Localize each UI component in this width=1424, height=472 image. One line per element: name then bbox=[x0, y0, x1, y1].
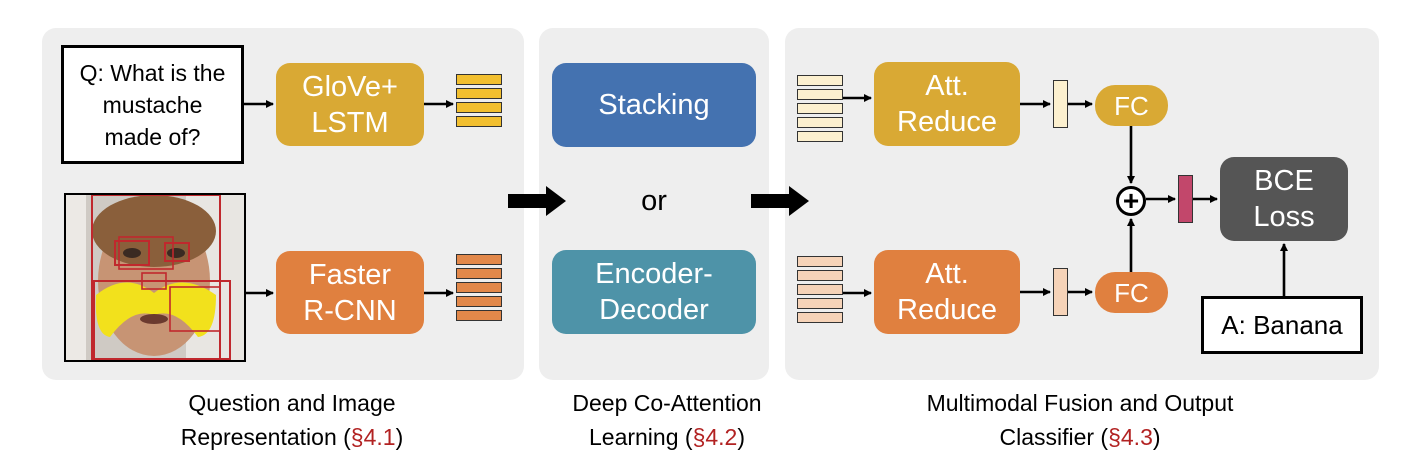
question-feature-cell bbox=[456, 102, 502, 113]
caption-fusion: Multimodal Fusion and Output Classifier … bbox=[870, 386, 1290, 454]
fc-bottom-box: FC bbox=[1095, 272, 1168, 313]
caption-fusion-line1: Multimodal Fusion and Output bbox=[926, 390, 1234, 416]
glove-lstm-box: GloVe+ LSTM bbox=[276, 63, 424, 146]
bottom-attention-feature-cell bbox=[797, 256, 843, 267]
top-attention-feature-cell bbox=[797, 131, 843, 142]
image-feature-cell bbox=[456, 282, 502, 293]
glove-lstm-label: GloVe+ LSTM bbox=[302, 70, 398, 139]
question-feature-cell bbox=[456, 88, 502, 99]
top-attention-feature-cell bbox=[797, 103, 843, 114]
bottom-attention-feature-cell bbox=[797, 270, 843, 281]
stacking-label: Stacking bbox=[598, 89, 710, 121]
faster-rcnn-label: Faster R-CNN bbox=[303, 258, 397, 327]
caption-co-attention-ref: §4.2 bbox=[692, 424, 738, 450]
top-attention-feature-cell bbox=[797, 75, 843, 86]
att-reduce-bottom-label: Att. Reduce bbox=[897, 258, 997, 326]
caption-co-attention-line1: Deep Co-Attention bbox=[572, 390, 762, 416]
top-attention-feature-stack bbox=[797, 75, 843, 145]
fused-feature bbox=[1178, 175, 1193, 223]
question-feature-cell bbox=[456, 116, 502, 127]
caption-co-attention-line2: Learning (§4.2) bbox=[514, 420, 820, 454]
fc-top-label: FC bbox=[1114, 90, 1149, 121]
caption-co-attention: Deep Co-Attention Learning (§4.2) bbox=[514, 386, 820, 454]
att-reduce-top-box: Att. Reduce bbox=[874, 62, 1020, 146]
image-feature-stack bbox=[456, 254, 502, 324]
image-feature-cell bbox=[456, 268, 502, 279]
image-feature-cell bbox=[456, 296, 502, 307]
caption-fusion-ref: §4.3 bbox=[1108, 424, 1153, 450]
caption-representation-line2: Representation (§4.1) bbox=[92, 420, 492, 454]
question-text: Q: What is the mustache made of? bbox=[79, 59, 226, 150]
bottom-reduced-feature bbox=[1053, 268, 1068, 316]
question-feature-cell bbox=[456, 74, 502, 85]
top-attention-feature-cell bbox=[797, 117, 843, 128]
caption-representation-text: Representation ( bbox=[180, 424, 351, 450]
input-image bbox=[64, 193, 246, 362]
faster-rcnn-box: Faster R-CNN bbox=[276, 251, 424, 334]
image-feature-cell bbox=[456, 310, 502, 321]
block-arrow-2 bbox=[751, 186, 809, 216]
bottom-attention-feature-stack bbox=[797, 256, 843, 326]
caption-fusion-text: Classifier ( bbox=[999, 424, 1109, 450]
question-box: Q: What is the mustache made of? bbox=[61, 45, 244, 164]
stacking-box: Stacking bbox=[552, 63, 756, 147]
bottom-attention-feature-cell bbox=[797, 284, 843, 295]
encoder-decoder-label: Encoder- Decoder bbox=[595, 258, 713, 326]
caption-fusion-close: ) bbox=[1152, 424, 1161, 450]
caption-fusion-line2: Classifier (§4.3) bbox=[870, 420, 1290, 454]
image-feature-cell bbox=[456, 254, 502, 265]
caption-co-attention-close: ) bbox=[737, 424, 745, 450]
answer-text: A: Banana bbox=[1221, 309, 1343, 340]
top-attention-feature-cell bbox=[797, 89, 843, 100]
caption-co-attention-text: Learning ( bbox=[588, 424, 693, 450]
caption-representation-close: ) bbox=[395, 424, 404, 450]
fc-top-box: FC bbox=[1095, 85, 1168, 126]
encoder-decoder-box: Encoder- Decoder bbox=[552, 250, 756, 334]
caption-representation: Question and Image Representation (§4.1) bbox=[92, 386, 492, 454]
or-label: or bbox=[641, 185, 667, 217]
fc-bottom-label: FC bbox=[1114, 277, 1149, 308]
block-arrow-1 bbox=[508, 186, 566, 216]
question-feature-stack bbox=[456, 74, 502, 130]
bce-loss-box: BCE Loss bbox=[1220, 157, 1348, 241]
top-reduced-feature bbox=[1053, 80, 1068, 128]
bce-loss-label: BCE Loss bbox=[1253, 165, 1315, 233]
att-reduce-bottom-box: Att. Reduce bbox=[874, 250, 1020, 334]
answer-box: A: Banana bbox=[1201, 296, 1363, 354]
bottom-attention-feature-cell bbox=[797, 298, 843, 309]
caption-representation-ref: §4.1 bbox=[350, 424, 396, 450]
caption-representation-line1: Question and Image bbox=[188, 390, 396, 416]
face-with-banana-icon bbox=[66, 195, 244, 360]
plus-symbol: + bbox=[1122, 185, 1140, 216]
bottom-attention-feature-cell bbox=[797, 312, 843, 323]
sum-node: + bbox=[1116, 186, 1146, 216]
att-reduce-top-label: Att. Reduce bbox=[897, 70, 997, 138]
